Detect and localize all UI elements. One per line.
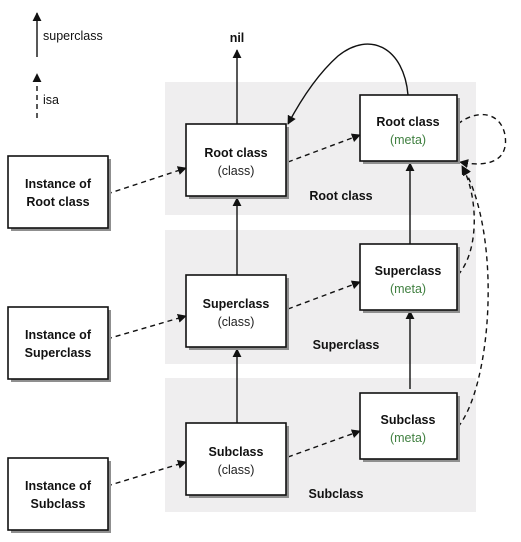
- subclass-meta-box: Subclass (meta): [359, 392, 460, 462]
- superclass-band-label: Superclass: [313, 338, 380, 352]
- legend-isa-label: isa: [43, 93, 59, 107]
- instance-root-line1: Instance of: [25, 177, 92, 191]
- subclass-meta-title: Subclass: [381, 413, 436, 427]
- superclass-class-isa-arrow: [287, 280, 361, 310]
- subclass-band-label: Subclass: [309, 487, 364, 501]
- instance-of-root-class-box: Instance of Root class: [7, 155, 111, 231]
- root-class-title: Root class: [204, 146, 267, 160]
- superclass-meta-box: Superclass (meta): [359, 243, 460, 313]
- root-meta-title: Root class: [376, 115, 439, 129]
- instance-superclass-line1: Instance of: [25, 328, 92, 342]
- instance-subclass-line2: Subclass: [31, 497, 86, 511]
- subclass-class-subtitle: (class): [218, 463, 255, 477]
- root-meta-to-root-class-arrow: [287, 43, 409, 125]
- instance-superclass-line2: Superclass: [25, 346, 92, 360]
- superclass-class-box: Superclass (class): [185, 274, 289, 350]
- superclass-meta-title: Superclass: [375, 264, 442, 278]
- subclass-class-isa-arrow: [287, 429, 361, 458]
- subclass-class-title: Subclass: [209, 445, 264, 459]
- root-meta-subtitle: (meta): [390, 133, 426, 147]
- root-instance-isa-arrow: [106, 166, 187, 195]
- root-class-class-box: Root class (class): [185, 123, 289, 199]
- subclass-instance-isa-arrow: [106, 460, 187, 487]
- root-meta-self-isa-arrow: [457, 113, 507, 168]
- superclass-class-subtitle: (class): [218, 315, 255, 329]
- superclass-instance-isa-arrow: [106, 313, 187, 340]
- root-class-meta-box: Root class (meta): [359, 94, 460, 164]
- root-class-subtitle: (class): [218, 164, 255, 178]
- superclass-meta-subtitle: (meta): [390, 282, 426, 296]
- instance-of-superclass-box: Instance of Superclass: [7, 306, 111, 382]
- root-class-band-label: Root class: [309, 189, 372, 203]
- subclass-meta-isa-arrow: [457, 166, 489, 428]
- instance-subclass-line1: Instance of: [25, 479, 92, 493]
- subclass-class-box: Subclass (class): [185, 422, 289, 498]
- root-class-isa-arrow: [287, 133, 361, 163]
- subclass-meta-subtitle: (meta): [390, 431, 426, 445]
- superclass-meta-isa-arrow: [457, 165, 475, 276]
- nil-label: nil: [230, 31, 245, 45]
- superclass-class-title: Superclass: [203, 297, 270, 311]
- instance-of-subclass-box: Instance of Subclass: [7, 457, 111, 533]
- legend-superclass-label: superclass: [43, 29, 103, 43]
- instance-root-line2: Root class: [26, 195, 89, 209]
